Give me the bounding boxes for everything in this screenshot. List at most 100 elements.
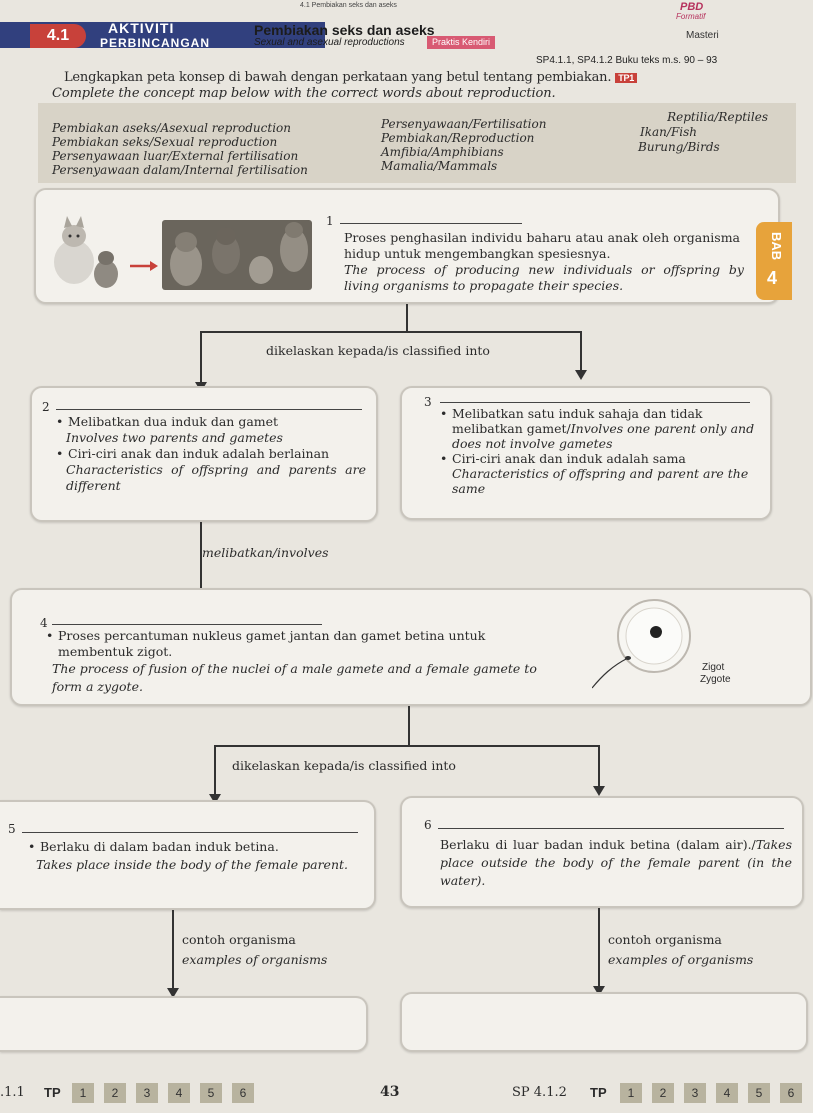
box4-number: 4 bbox=[40, 616, 48, 630]
arrow-down-icon bbox=[593, 786, 605, 796]
mastery-label: Masteri bbox=[686, 30, 719, 41]
tp-level-box: 3 bbox=[684, 1083, 706, 1103]
footer-left-tp: TP bbox=[44, 1085, 61, 1100]
answer-blank-2[interactable] bbox=[56, 409, 362, 410]
box4-text-ms: Proses percantuman nukleus gamet jantan … bbox=[58, 628, 486, 659]
word-bank-item: Burung/Birds bbox=[638, 140, 720, 154]
answer-blank-1[interactable] bbox=[340, 223, 522, 224]
footer-left-sp: .1.1 bbox=[0, 1085, 25, 1100]
box6-content: Berlaku di luar badan induk betina (dala… bbox=[440, 836, 792, 890]
word-bank-col3: Reptilia/Reptiles Ikan/Fish Burung/Birds bbox=[618, 110, 768, 155]
connector bbox=[172, 910, 174, 992]
answer-blank-3[interactable] bbox=[440, 402, 750, 403]
box3-b2-ms: Ciri-ciri anak dan induk adalah sama bbox=[452, 451, 686, 466]
tp-badge: TP1 bbox=[615, 73, 638, 83]
arrow-icon bbox=[130, 261, 158, 271]
examples-left: contoh organisma examples of organisms bbox=[182, 930, 327, 970]
word-bank-item: Persenyawaan dalam/Internal fertilisatio… bbox=[52, 163, 308, 177]
bullet-icon: • bbox=[440, 451, 448, 466]
tp-level-box: 4 bbox=[168, 1083, 190, 1103]
box1-number: 1 bbox=[326, 214, 334, 228]
word-bank: Pembiakan aseks/Asexual reproduction Pem… bbox=[38, 103, 796, 183]
box3-b1-ms: Melibatkan satu induk sahaja dan tidak m… bbox=[452, 406, 703, 436]
instruction-ms-text: Lengkapkan peta konsep di bawah dengan p… bbox=[64, 70, 612, 85]
classified-label-2: dikelaskan kepada/is classified into bbox=[232, 758, 456, 773]
tp-level-box: 6 bbox=[780, 1083, 802, 1103]
concept-box-6 bbox=[400, 796, 804, 908]
word-bank-col2: Persenyawaan/Fertilisation Pembiakan/Rep… bbox=[381, 117, 546, 173]
answer-box-examples-internal[interactable] bbox=[0, 996, 368, 1052]
box6-text-en: Takes place outside the body of the fema… bbox=[440, 837, 792, 888]
connector bbox=[406, 304, 408, 332]
box2-content: • Melibatkan dua induk dan gamet Involve… bbox=[30, 414, 368, 494]
box4-bullet: • Proses percantuman nukleus gamet janta… bbox=[46, 628, 556, 660]
answer-box-examples-external[interactable] bbox=[400, 992, 808, 1052]
instruction-en: Complete the concept map below with the … bbox=[52, 86, 556, 101]
cats-illustration-svg bbox=[46, 214, 316, 292]
tp-level-box: 2 bbox=[652, 1083, 674, 1103]
bullet-icon: • bbox=[56, 446, 64, 461]
connector bbox=[200, 522, 202, 618]
connector bbox=[214, 745, 600, 747]
chapter-tab: BAB 4 bbox=[756, 222, 792, 300]
tp-level-box: 1 bbox=[620, 1083, 642, 1103]
bullet-icon: • bbox=[56, 414, 64, 429]
word-bank-item: Reptilia/Reptiles bbox=[667, 110, 768, 124]
kittens-icon bbox=[162, 220, 312, 290]
pbd-label: PBD bbox=[680, 1, 704, 13]
connector bbox=[200, 331, 202, 383]
activity-ms: AKTIVITI bbox=[108, 20, 175, 36]
examples-right: contoh organisma examples of organisms bbox=[608, 930, 753, 970]
answer-blank-4[interactable] bbox=[52, 624, 322, 625]
instruction-ms: Lengkapkan peta konsep di bawah dengan p… bbox=[64, 70, 638, 85]
footer-right-tp: TP bbox=[590, 1085, 607, 1100]
word-bank-item: Pembiakan aseks/Asexual reproduction bbox=[52, 121, 291, 135]
box2-b2-ms: Ciri-ciri anak dan induk adalah berlaina… bbox=[68, 446, 330, 461]
box6-text-ms: Berlaku di luar badan induk betina (dala… bbox=[440, 837, 756, 852]
connector bbox=[408, 706, 410, 746]
answer-blank-5[interactable] bbox=[22, 832, 358, 833]
connector bbox=[214, 745, 216, 797]
connector bbox=[598, 908, 600, 990]
box2-b1-en: Involves two parents and gametes bbox=[66, 430, 283, 445]
title-ms: Pembiakan seks dan aseks bbox=[254, 22, 435, 38]
bullet-icon: • bbox=[28, 839, 36, 854]
title-en: Sexual and asexual reproductions bbox=[254, 37, 405, 48]
involves-label: melibatkan/involves bbox=[202, 545, 329, 560]
word-bank-item: Persenyawaan luar/External fertilisation bbox=[52, 149, 299, 163]
box1-text-en: The process of producing new individuals… bbox=[344, 262, 744, 293]
praktis-badge: Praktis Kendiri bbox=[427, 36, 496, 49]
box5-number: 5 bbox=[8, 822, 16, 836]
box5-text-ms: Berlaku di dalam badan induk betina. bbox=[40, 839, 279, 854]
concept-box-3 bbox=[400, 386, 772, 520]
zygote-label-ms: Zigot bbox=[702, 662, 725, 673]
examples-right-ms: contoh organisma bbox=[608, 932, 722, 947]
bullet-item: • Berlaku di dalam badan induk betina. bbox=[20, 838, 368, 856]
sp-reference: SP4.1.1, SP4.1.2 Buku teks m.s. 90 – 93 bbox=[536, 55, 718, 66]
cats-illustration bbox=[46, 214, 316, 292]
connector bbox=[598, 745, 600, 787]
answer-blank-6[interactable] bbox=[438, 828, 784, 829]
box4-text-en: The process of fusion of the nuclei of a… bbox=[52, 661, 537, 694]
tp-level-box: 1 bbox=[72, 1083, 94, 1103]
bullet-item: • Melibatkan dua induk dan gamet bbox=[30, 414, 368, 430]
concept-box-5 bbox=[0, 800, 376, 910]
word-bank-item: Persenyawaan/Fertilisation bbox=[381, 117, 547, 131]
activity-number: 4.1 bbox=[30, 24, 86, 48]
arrow-down-icon bbox=[167, 988, 179, 998]
connector bbox=[580, 331, 582, 371]
arrow-down-icon bbox=[209, 794, 221, 804]
arrow-down-icon bbox=[575, 370, 587, 380]
examples-right-en: examples of organisms bbox=[608, 952, 754, 967]
bullet-item: • Ciri-ciri anak dan induk adalah berlai… bbox=[30, 446, 368, 462]
word-bank-col1: Pembiakan aseks/Asexual reproduction Pem… bbox=[52, 121, 308, 177]
box3-b1-en: Involves one parent only and does not in… bbox=[452, 421, 755, 451]
chapter-tab-number: 4 bbox=[767, 268, 778, 288]
word-bank-item: Amfibia/Amphibians bbox=[381, 145, 504, 159]
arrow-down-icon bbox=[593, 986, 605, 996]
box5-content: • Berlaku di dalam badan induk betina. T… bbox=[20, 838, 368, 874]
box6-number: 6 bbox=[424, 818, 432, 832]
